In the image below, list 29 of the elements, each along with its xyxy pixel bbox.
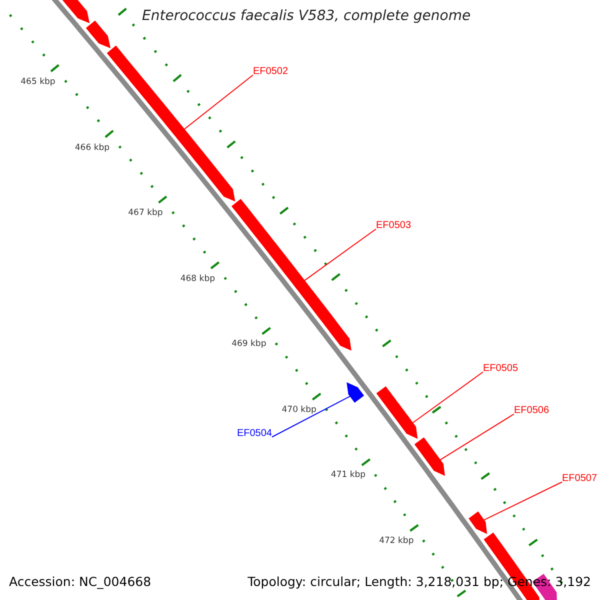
- gene-feature: [231, 198, 352, 351]
- gene-label: EF0504: [236, 428, 272, 440]
- leader-line: [184, 74, 254, 130]
- gene-label: EF0505: [483, 363, 518, 375]
- scale-label: 467 kbp: [128, 208, 163, 218]
- gene-feature: [414, 437, 445, 476]
- gene-label: EF0503: [376, 220, 412, 232]
- leader-line: [440, 414, 514, 460]
- scale-label: 470 kbp: [282, 404, 316, 415]
- gene-feature: [468, 511, 488, 534]
- leader-line: [483, 482, 562, 521]
- scale-label: 466 kbp: [74, 142, 110, 153]
- gene-feature: [86, 20, 111, 48]
- gene-label: EF0506: [514, 405, 550, 417]
- title: Enterococcus faecalis V583, complete genome: [142, 8, 471, 25]
- scale-label: 465 kbp: [20, 77, 56, 88]
- scale-label: 469 kbp: [232, 339, 266, 350]
- footer-text: Accession: NC_004668: [9, 574, 152, 589]
- leader-line: [304, 228, 376, 282]
- gene-label: EF0502: [253, 66, 288, 78]
- scale-label: 472 kbp: [379, 536, 414, 546]
- gene-label: EF0507: [562, 473, 598, 485]
- gene-feature: [376, 386, 418, 439]
- leader-line: [412, 372, 484, 424]
- leader-line: [272, 396, 351, 438]
- scale-label: 471 kbp: [330, 470, 366, 480]
- scale-label: 468 kbp: [180, 274, 215, 284]
- gene-feature: [346, 382, 364, 403]
- footer-text: Topology: circular; Length: 3,218,031 bp; Genes: 3,192: [248, 574, 591, 589]
